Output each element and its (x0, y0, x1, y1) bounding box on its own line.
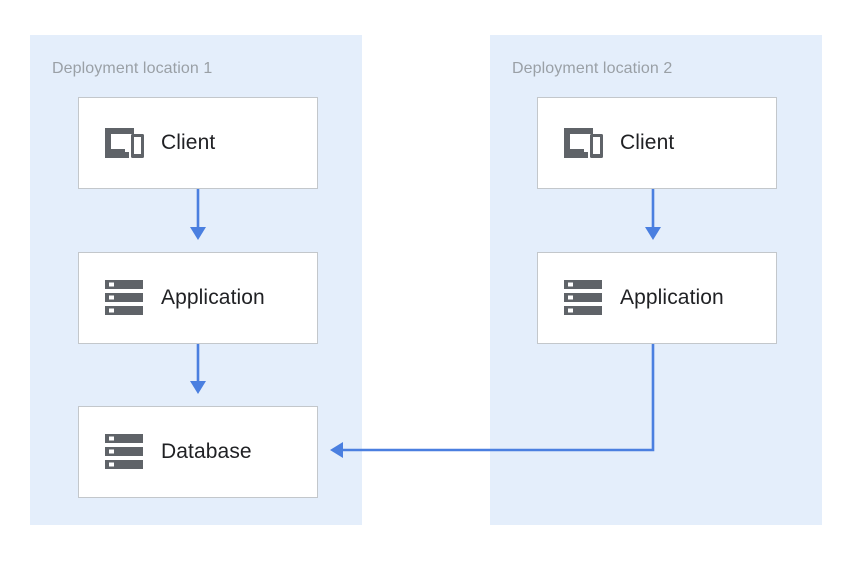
client-devices-icon (101, 120, 147, 166)
node-database-1[interactable]: Database (78, 406, 318, 498)
deployment-zone-2-label: Deployment location 2 (512, 60, 673, 77)
server-icon (101, 429, 147, 475)
deployment-zone-1-label: Deployment location 1 (52, 60, 213, 77)
node-application-2-label: Application (620, 286, 724, 309)
client-devices-icon (560, 120, 606, 166)
node-client-1[interactable]: Client (78, 97, 318, 189)
server-icon (560, 275, 606, 321)
node-client-1-label: Client (161, 131, 216, 154)
node-application-2[interactable]: Application (537, 252, 777, 344)
node-client-2[interactable]: Client (537, 97, 777, 189)
server-icon (101, 275, 147, 321)
node-application-1[interactable]: Application (78, 252, 318, 344)
node-application-1-label: Application (161, 286, 265, 309)
node-client-2-label: Client (620, 131, 675, 154)
node-database-1-label: Database (161, 440, 252, 463)
